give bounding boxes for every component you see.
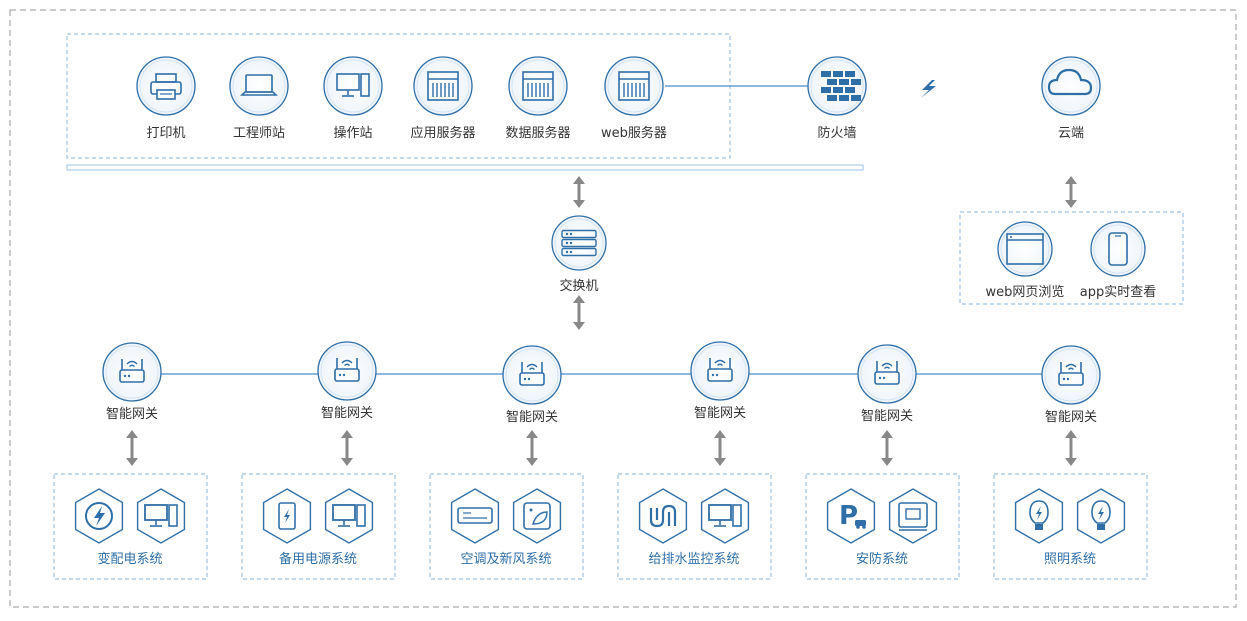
node-label: app实时查看: [1079, 285, 1157, 300]
bidirectional-arrow: [341, 430, 353, 466]
subsystem-group: [617, 473, 772, 580]
node-label: 工程师站: [232, 126, 286, 141]
subsystem-group: [429, 473, 584, 580]
bidirectional-arrow: [881, 430, 893, 466]
node-label: 云端: [1057, 126, 1085, 141]
node-label: 操作站: [333, 126, 373, 141]
browser-window-icon: [997, 221, 1053, 277]
router-icon: [502, 345, 562, 405]
subsystem-group: [805, 473, 960, 580]
light-bulb-icon: [1076, 488, 1126, 544]
bus-bar: [66, 164, 864, 171]
node-label: 安防系统: [855, 552, 909, 567]
fresh-air-icon: [512, 488, 562, 544]
node-label: 备用电源系统: [278, 552, 358, 567]
node-label: 智能网关: [505, 410, 559, 425]
light-bulb-icon: [1014, 488, 1064, 544]
outer-frame: [9, 9, 1237, 608]
bidirectional-arrow: [1065, 176, 1077, 208]
access-control-icon: [888, 488, 938, 544]
node-label: 打印机: [146, 126, 186, 141]
battery-icon: [262, 488, 312, 544]
network-switch-icon: [551, 215, 607, 271]
server-icon: [508, 56, 568, 116]
parking-icon: P: [826, 488, 876, 544]
desktop-icon: [323, 56, 383, 116]
monitor-icon: [700, 488, 750, 544]
monitor-icon: [324, 488, 374, 544]
bidirectional-arrow: [526, 430, 538, 466]
node-label: 智能网关: [860, 409, 914, 424]
monitor-icon: [136, 488, 186, 544]
node-label: 变配电系统: [97, 552, 163, 567]
printer-icon: [136, 56, 196, 116]
bidirectional-arrow: [714, 430, 726, 466]
svg-text:P: P: [839, 501, 858, 531]
router-icon: [857, 344, 917, 404]
node-label: 照明系统: [1043, 552, 1097, 567]
node-label: 防火墙: [817, 126, 857, 141]
node-label: web服务器: [601, 126, 667, 141]
bidirectional-arrow: [1065, 430, 1077, 466]
client-group: [959, 211, 1184, 305]
server-icon: [604, 56, 664, 116]
bidirectional-arrow: [126, 430, 138, 466]
router-icon: [102, 342, 162, 402]
bidirectional-arrow: [573, 176, 585, 208]
subsystem-group: [993, 473, 1148, 580]
node-label: 交换机: [559, 279, 599, 294]
firewall-icon: [807, 56, 867, 116]
lightning-icon: [74, 488, 124, 544]
router-icon: [690, 341, 750, 401]
air-conditioner-icon: [450, 488, 500, 544]
node-label: 数据服务器: [505, 126, 571, 141]
subsystem-group: [53, 473, 208, 580]
node-label: web网页浏览: [985, 285, 1065, 300]
node-label: 智能网关: [1044, 410, 1098, 425]
cloud-icon: [1041, 56, 1101, 116]
water-pipe-icon: [638, 488, 688, 544]
laptop-icon: [229, 56, 289, 116]
subsystem-group: [241, 473, 396, 580]
router-icon: [1041, 345, 1101, 405]
server-icon: [413, 56, 473, 116]
top-device-group: [66, 33, 731, 159]
node-label: 智能网关: [320, 406, 374, 421]
bidirectional-arrow: [573, 295, 585, 330]
node-label: 给排水监控系统: [648, 552, 740, 567]
node-label: 智能网关: [105, 407, 159, 422]
router-icon: [317, 341, 377, 401]
node-label: 智能网关: [693, 406, 747, 421]
mobile-phone-icon: [1090, 221, 1146, 277]
node-label: 空调及新风系统: [460, 552, 552, 567]
lightning-link-icon: [921, 80, 936, 98]
node-label: 应用服务器: [410, 126, 476, 141]
